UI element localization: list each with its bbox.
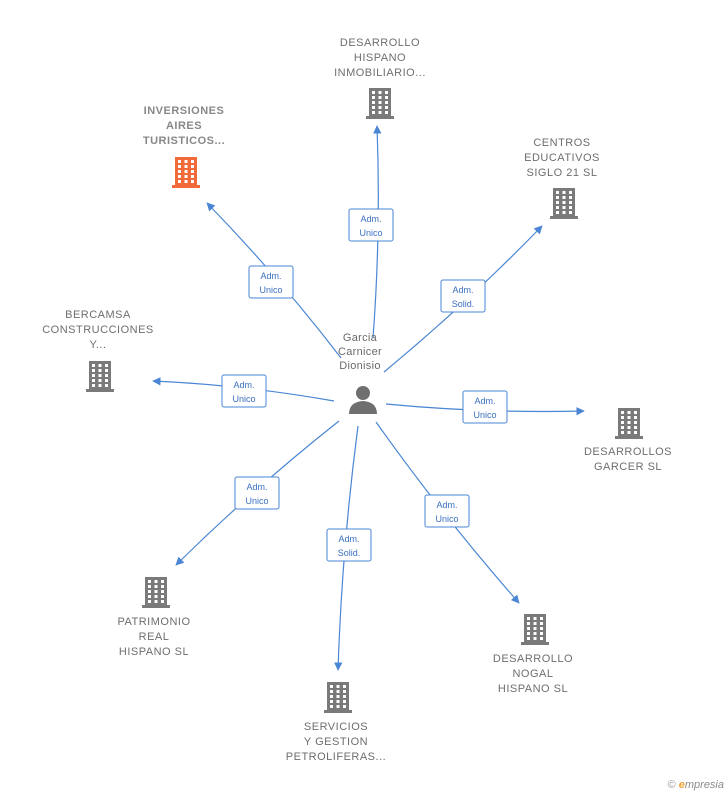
company-label-line: AIRES (166, 120, 202, 132)
building-icon-centros-educativos-siglo-21[interactable] (550, 188, 578, 219)
building-icon-desarrollo-hispano-inmobiliario[interactable] (366, 88, 394, 119)
brand-initial: e (678, 779, 685, 791)
person-name-line: Garcia (343, 332, 378, 344)
company-label-line: CENTROS (533, 137, 590, 149)
company-label-line: INMOBILIARIO... (334, 67, 426, 79)
company-label-line: EDUCATIVOS (524, 152, 600, 164)
company-label-inversiones-aires-turisticos[interactable]: INVERSIONES AIRES TURISTICOS... (143, 105, 225, 147)
role-badge-inversiones-aires-turisticos[interactable]: Adm. Unico (248, 265, 294, 299)
company-label-line: HISPANO SL (119, 646, 189, 658)
building-icon-patrimonio-real-hispano[interactable] (142, 577, 170, 608)
role-badge-line: Adm. (436, 500, 457, 510)
nodes-layer: DESARROLLO HISPANO INMOBILIARIO... CENTROS E… (42, 37, 672, 763)
company-label-line: GARCER SL (594, 461, 662, 473)
company-label-line: NOGAL (512, 668, 553, 680)
role-badge-line: Adm. (246, 482, 267, 492)
company-label-line: DESARROLLO (340, 37, 420, 49)
building-icon-bercamsa-construcciones[interactable] (86, 361, 114, 392)
company-label-line: CONSTRUCCIONES (42, 324, 154, 336)
role-badge-line: Solid. (338, 548, 361, 558)
role-badge-line: Adm. (233, 380, 254, 390)
role-badge-servicios-gestion-petroliferas[interactable]: Adm. Solid. (326, 528, 372, 562)
company-label-line: BERCAMSA (65, 309, 131, 321)
company-label-line: SERVICIOS (304, 721, 368, 733)
person-name-line: Dionisio (339, 360, 381, 372)
company-label-line: SIGLO 21 SL (527, 167, 598, 179)
building-icon-desarrollos-garcer[interactable] (615, 408, 643, 439)
role-badge-line: Unico (473, 410, 496, 420)
footer-brand[interactable]: © empresia (668, 779, 724, 791)
role-badge-centros-educativos-siglo-21[interactable]: Adm. Solid. (440, 279, 486, 313)
role-badge-desarrollo-nogal-hispano[interactable]: Adm. Unico (424, 494, 470, 528)
role-badge-line: Adm. (452, 285, 473, 295)
company-label-patrimonio-real-hispano[interactable]: PATRIMONIO REAL HISPANO SL (117, 616, 190, 658)
person-name-line: Carnicer (338, 346, 382, 358)
company-label-line: DESARROLLOS (584, 446, 672, 458)
company-label-line: Y GESTION (304, 736, 368, 748)
role-badge-line: Unico (232, 394, 255, 404)
role-badge-line: Adm. (260, 271, 281, 281)
building-icon-inversiones-aires-turisticos[interactable] (172, 157, 200, 188)
company-label-line: Y... (89, 339, 106, 351)
company-label-line: PATRIMONIO (117, 616, 190, 628)
company-label-line: INVERSIONES (144, 105, 225, 117)
building-icon-desarrollo-nogal-hispano[interactable] (521, 614, 549, 645)
brand-name: mpresia (684, 779, 724, 791)
company-label-line: DESARROLLO (493, 653, 573, 665)
role-badge-line: Adm. (338, 534, 359, 544)
company-label-bercamsa-construcciones[interactable]: BERCAMSA CONSTRUCCIONES Y... (42, 309, 154, 351)
edges-layer: Adm.UnicoAdm.Solid.Adm.UnicoAdm.UnicoAdm… (152, 125, 585, 671)
building-icon-servicios-gestion-petroliferas[interactable] (324, 682, 352, 713)
role-badge-bercamsa-construcciones[interactable]: Adm. Unico (221, 374, 267, 408)
role-badge-desarrollo-hispano-inmobiliario[interactable]: Adm. Unico (348, 208, 394, 242)
person-icon (349, 386, 377, 414)
company-label-line: HISPANO (354, 52, 406, 64)
company-label-desarrollos-garcer[interactable]: DESARROLLOS GARCER SL (584, 446, 672, 473)
company-label-line: PETROLIFERAS... (286, 751, 386, 763)
company-label-servicios-gestion-petroliferas[interactable]: SERVICIOS Y GESTION PETROLIFERAS... (286, 721, 386, 763)
role-badge-desarrollos-garcer[interactable]: Adm. Unico (462, 390, 508, 424)
company-label-desarrollo-hispano-inmobiliario[interactable]: DESARROLLO HISPANO INMOBILIARIO... (334, 37, 426, 79)
role-badge-line: Unico (259, 285, 282, 295)
company-label-centros-educativos-siglo-21[interactable]: CENTROS EDUCATIVOS SIGLO 21 SL (524, 137, 600, 179)
role-badge-line: Adm. (474, 396, 495, 406)
company-label-desarrollo-nogal-hispano[interactable]: DESARROLLO NOGAL HISPANO SL (493, 653, 573, 695)
copyright-icon: © (667, 779, 676, 791)
company-label-line: REAL (139, 631, 170, 643)
role-badge-patrimonio-real-hispano[interactable]: Adm. Unico (234, 476, 280, 510)
role-badge-line: Unico (245, 496, 268, 506)
role-badge-line: Unico (359, 228, 382, 238)
role-badge-line: Adm. (360, 214, 381, 224)
role-badge-line: Solid. (452, 299, 475, 309)
company-label-line: TURISTICOS... (143, 135, 225, 147)
role-badge-line: Unico (435, 514, 458, 524)
company-label-line: HISPANO SL (498, 683, 568, 695)
